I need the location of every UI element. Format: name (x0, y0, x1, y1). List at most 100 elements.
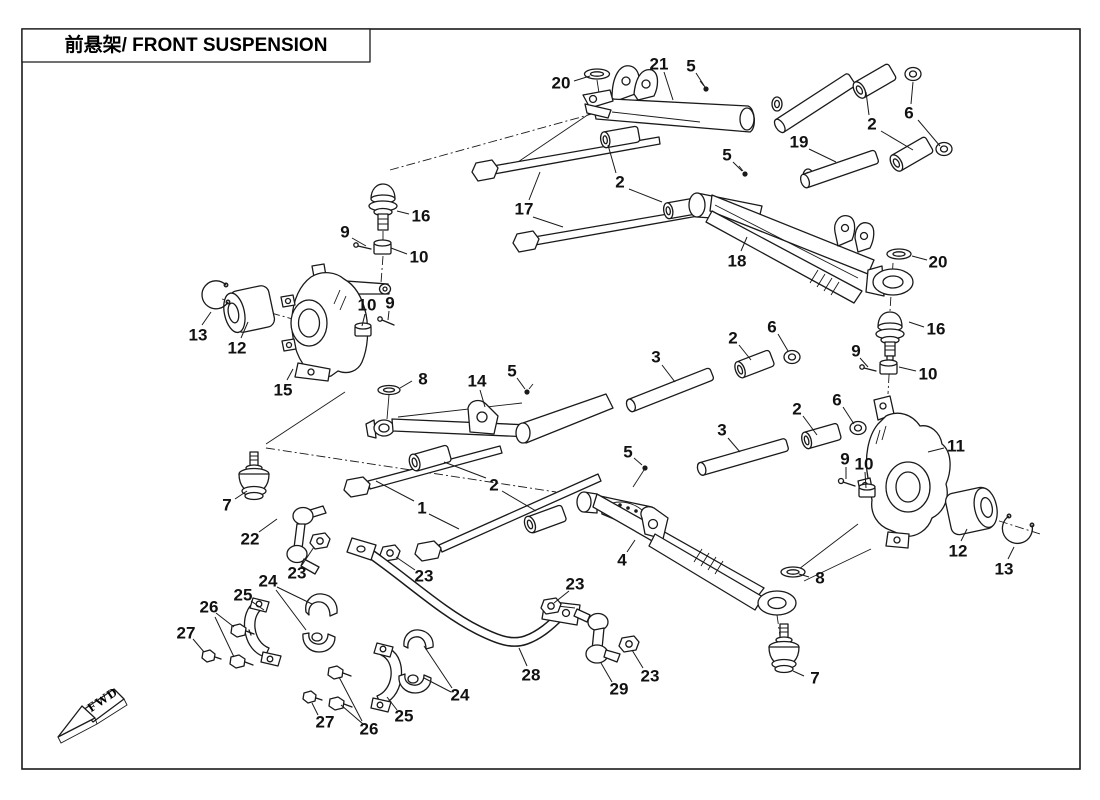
callout-leader-17-6 (528, 171, 541, 201)
callout-label-29-51: 29 (610, 680, 629, 699)
callout-label-23-44: 23 (566, 575, 585, 594)
tubes-middle (625, 349, 867, 476)
callout-label-3-28: 3 (717, 421, 726, 440)
callout-label-9-18: 9 (385, 294, 394, 313)
callout-leader-12-15 (240, 321, 249, 339)
pivot-rod-19 (771, 73, 879, 189)
callout-label-21-1: 21 (650, 55, 669, 74)
page-title: 前悬架/ FRONT SUSPENSION (65, 33, 328, 56)
callout-leader-10-17 (361, 313, 366, 327)
callout-leader-1-39 (428, 513, 460, 530)
title-box (21, 28, 371, 63)
callout-leader-10-33 (864, 471, 867, 489)
lower-arm-left (576, 465, 806, 616)
callout-leader-6-24 (777, 333, 789, 352)
callout-label-5-2: 5 (686, 57, 695, 76)
callout-label-7-57: 7 (810, 669, 819, 688)
callout-label-4-42: 4 (617, 551, 627, 570)
callout-leader-18-9 (740, 236, 748, 252)
callout-leader-6-30 (842, 406, 855, 425)
callout-leader-3-28 (727, 437, 741, 453)
callout-leader-26-48 (215, 612, 235, 628)
callout-leader-5-8 (732, 161, 743, 172)
callout-leader-5-2 (695, 72, 706, 88)
callout-leader-26-55 (340, 704, 364, 725)
callout-label-28-50: 28 (522, 666, 541, 685)
callout-leader-6-4 (917, 119, 941, 147)
callout-leader-22-37 (258, 518, 278, 533)
callout-leader-10-13 (390, 247, 408, 255)
knuckle-right (837, 395, 1035, 549)
callout-leader-2-40 (443, 461, 487, 479)
callout-label-20-0: 20 (552, 74, 571, 93)
callout-leader-23-52 (631, 649, 644, 669)
callout-leader-2-40 (501, 490, 537, 512)
callout-label-2-40: 2 (489, 476, 498, 495)
callout-leader-28-50 (518, 647, 528, 667)
callout-leader-24-53 (423, 677, 452, 693)
callout-leader-27-56 (311, 702, 319, 716)
callout-leader-9-18 (387, 310, 390, 321)
callout-label-17-6: 17 (515, 200, 534, 219)
stabilizer-link-left (286, 505, 331, 575)
callout-leader-16-25 (908, 321, 925, 328)
callout-leader-5-41 (633, 457, 643, 466)
callout-leader-12-34 (960, 528, 968, 542)
clamp-cluster-lower (302, 629, 434, 713)
callout-label-25-54: 25 (395, 707, 414, 726)
callout-leader-24-46 (276, 586, 313, 605)
callout-leader-10-27 (898, 366, 917, 372)
callout-label-2-23: 2 (728, 329, 737, 348)
callout-leader-5-21 (516, 377, 526, 390)
callout-label-8-45: 8 (815, 569, 824, 588)
callout-label-2-29: 2 (792, 400, 801, 419)
frame-bolts (343, 444, 602, 562)
callout-label-25-47: 25 (234, 586, 253, 605)
callout-leader-11-31 (927, 447, 945, 453)
callout-leader-8-45 (798, 573, 810, 578)
callout-label-12-15: 12 (228, 339, 247, 358)
callout-label-24-46: 24 (259, 572, 278, 591)
callout-label-24-53: 24 (451, 686, 470, 705)
callout-leader-24-46 (275, 589, 307, 631)
callout-label-10-17: 10 (358, 296, 377, 315)
callout-leader-17-6 (532, 216, 564, 228)
callout-leader-1-39 (375, 480, 415, 502)
callout-label-15-16: 15 (274, 381, 293, 400)
callout-label-9-26: 9 (851, 342, 860, 361)
callout-label-5-8: 5 (722, 146, 731, 165)
callout-label-23-43: 23 (415, 567, 434, 586)
ball-joint-7-right (768, 623, 800, 674)
callout-leader-19-5 (808, 148, 837, 163)
callout-leader-2-23 (738, 344, 752, 361)
callout-label-16-11: 16 (412, 207, 431, 226)
callout-label-6-30: 6 (832, 391, 841, 410)
callout-leader-2-7 (607, 144, 617, 174)
callout-label-5-21: 5 (507, 362, 516, 381)
callout-leader-23-44 (553, 590, 570, 604)
callout-leader-14-20 (479, 389, 486, 408)
callout-label-13-14: 13 (189, 326, 208, 345)
callout-leader-9-26 (859, 357, 869, 368)
callout-label-19-5: 19 (790, 133, 809, 152)
knuckle-left (201, 263, 401, 396)
callout-label-7-36: 7 (222, 496, 231, 515)
callout-leader-15-16 (286, 368, 294, 381)
callout-label-10-13: 10 (410, 248, 429, 267)
sway-bar (346, 537, 581, 647)
callout-label-27-49: 27 (177, 624, 196, 643)
callout-leader-6-4 (910, 81, 914, 105)
callout-leader-20-10 (911, 255, 928, 261)
callout-leader-3-22 (661, 364, 676, 383)
callout-leader-23-38 (301, 546, 315, 566)
callout-label-9-32: 9 (840, 450, 849, 469)
callout-label-9-12: 9 (340, 223, 349, 242)
callout-leader-9-12 (351, 237, 367, 247)
callout-leader-26-48 (214, 616, 235, 658)
callout-label-27-56: 27 (316, 713, 335, 732)
ball-joint-16-right (859, 311, 905, 375)
callout-label-10-33: 10 (855, 455, 874, 474)
clamp-cluster-upper (201, 593, 338, 669)
callout-leader-7-57 (792, 670, 805, 677)
